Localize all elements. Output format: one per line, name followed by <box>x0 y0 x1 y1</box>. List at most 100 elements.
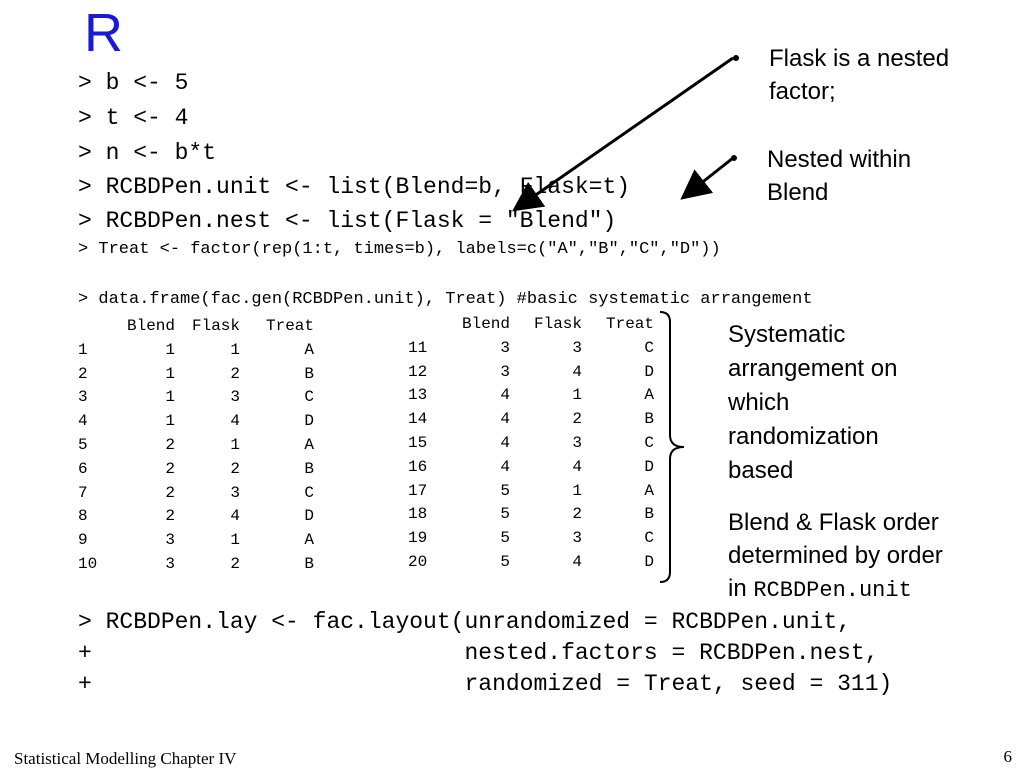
table-cell: 3 <box>500 362 510 381</box>
table-cell: 3 <box>165 531 175 550</box>
table-cell: 1 <box>230 340 240 359</box>
table-cell: 3 <box>572 338 582 357</box>
code-line-treat: > Treat <- factor(rep(1:t, times=b), lab… <box>78 240 721 259</box>
slide-title: R <box>84 3 123 63</box>
table-cell: 11 <box>408 338 428 357</box>
bullet-dot <box>731 155 737 161</box>
table-cell: 2 <box>230 364 240 383</box>
table-row: 13 4 1 A <box>408 384 654 408</box>
table-cell: 2 <box>165 483 175 502</box>
note-line: randomization <box>728 423 879 450</box>
table-cell: 6 <box>78 459 88 478</box>
code-line-dataframe: > data.frame(fac.gen(RCBDPen.unit), Trea… <box>78 290 813 309</box>
table-cell: 1 <box>165 364 175 383</box>
table-row: 17 5 1 A <box>408 479 654 503</box>
code-line-layout-2: + nested.factors = RCBDPen.nest, <box>78 640 879 666</box>
table-cell: 5 <box>500 481 510 500</box>
table-cell: D <box>644 362 654 381</box>
note-nested-within: Nested within Blend <box>767 143 911 209</box>
table-cell: 2 <box>165 459 175 478</box>
table-cell: 1 <box>165 412 175 431</box>
note-line: which <box>728 389 790 416</box>
table-cell: D <box>644 457 654 476</box>
table-cell: 4 <box>500 457 510 476</box>
table-cell: A <box>304 436 314 455</box>
table-header-cell: Blend <box>461 315 510 333</box>
table-header-cell: Flask <box>533 315 582 333</box>
table-cell: 4 <box>572 457 582 476</box>
table-cell: 1 <box>230 531 240 550</box>
table-cell: C <box>644 529 654 548</box>
table-header-cell: Flask <box>191 317 240 335</box>
table-cell: 2 <box>165 507 175 526</box>
table-cell: B <box>304 555 314 574</box>
table-cell: 2 <box>572 505 582 524</box>
arrow-to-flask-icon <box>512 56 734 212</box>
table-cell: D <box>644 553 654 572</box>
table-cell: 8 <box>78 507 88 526</box>
table-cell: 1 <box>165 340 175 359</box>
table-cell: D <box>304 412 314 431</box>
table-cell: 4 <box>78 412 88 431</box>
table-cell: 3 <box>78 388 88 407</box>
note-order: Blend & Flask order determined by order … <box>728 506 943 607</box>
table-cell: B <box>304 364 314 383</box>
table-row: 4 1 4 D <box>78 409 314 433</box>
arrow-to-blend-icon <box>680 156 734 200</box>
table-header-cell: Treat <box>605 315 654 333</box>
page-number: 6 <box>1003 747 1013 766</box>
note-code: RCBDPen.unit <box>753 578 912 603</box>
table-cell: 17 <box>408 481 428 500</box>
table-cell: 1 <box>230 436 240 455</box>
table-header-cell: Treat <box>265 317 314 335</box>
table-cell: C <box>304 388 314 407</box>
table-cell: 5 <box>500 553 510 572</box>
table-cell: 3 <box>165 555 175 574</box>
table-cell: 1 <box>78 340 88 359</box>
table-cell: 4 <box>230 412 240 431</box>
table-cell: 2 <box>230 459 240 478</box>
table-cell: B <box>644 505 654 524</box>
code-line-n: > n <- b*t <box>78 140 217 166</box>
table-cell: A <box>644 481 654 500</box>
table-cell: 2 <box>165 436 175 455</box>
table-row: 6 2 2 B <box>78 457 314 481</box>
table-cell: 3 <box>230 483 240 502</box>
table-cell: 13 <box>408 386 428 405</box>
note-line: Blend <box>767 179 829 206</box>
note-line: Nested within <box>767 146 912 173</box>
table-header-row: Blend Flask Treat <box>78 314 314 338</box>
table-cell: 4 <box>572 362 582 381</box>
right-brace-icon <box>659 311 685 583</box>
table-cell: A <box>644 386 654 405</box>
code-line-unit: > RCBDPen.unit <- list(Blend=b, Flask=t) <box>78 174 631 200</box>
table-cell: C <box>304 483 314 502</box>
note-line: Systematic <box>728 321 846 348</box>
table-cell: 20 <box>408 553 428 572</box>
footer-course: Statistical Modelling Chapter IV <box>14 749 237 768</box>
table-cell: 4 <box>500 386 510 405</box>
table-cell: 5 <box>78 436 88 455</box>
table-cell: 1 <box>572 481 582 500</box>
code-line-b: > b <- 5 <box>78 70 189 96</box>
table-cell: 5 <box>500 529 510 548</box>
note-line: arrangement on <box>728 355 898 382</box>
note-text: in <box>728 575 754 602</box>
note-line: in RCBDPen.unit <box>728 572 943 607</box>
table-cell: 1 <box>572 386 582 405</box>
table-cell: 3 <box>572 434 582 453</box>
table-cell: B <box>304 459 314 478</box>
table-cell: 15 <box>408 434 428 453</box>
table-header-row: Blend Flask Treat <box>408 312 654 336</box>
